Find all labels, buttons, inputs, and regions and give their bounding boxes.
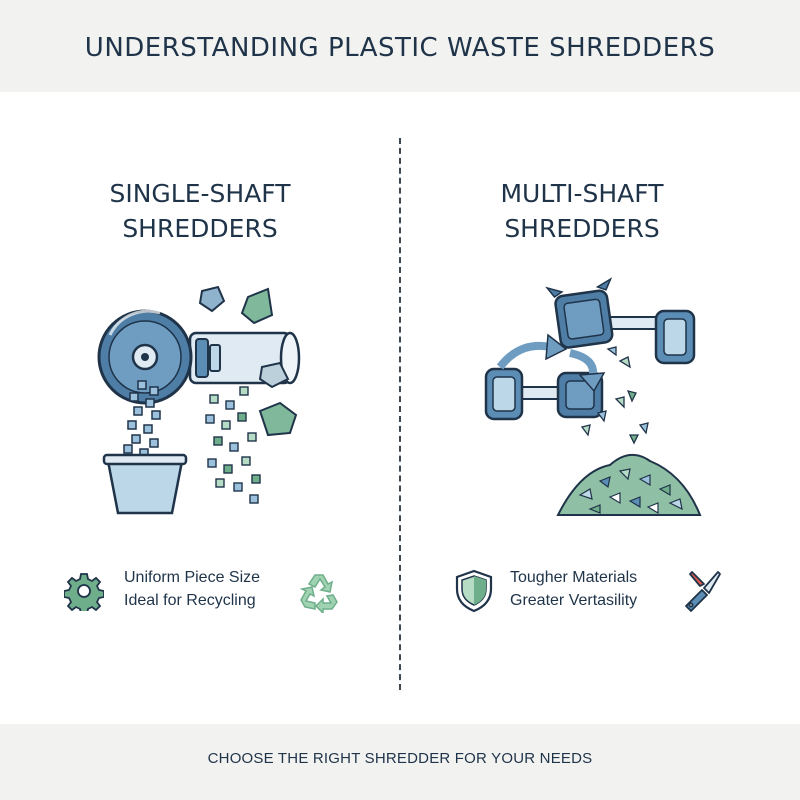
column-divider (399, 138, 401, 690)
footer-text: CHOOSE THE RIGHT SHREDDER FOR YOUR NEEDS (207, 750, 593, 767)
gear-icon (64, 573, 104, 611)
single-shaft-title-line2: SHREDDERS (122, 214, 278, 243)
rotation-arrows (496, 333, 606, 393)
multitool-icon (685, 571, 721, 612)
page-title: UNDERSTANDING PLASTIC WASTE SHREDDERS (84, 33, 716, 63)
recycle-icon (299, 574, 338, 613)
cutting-disc (97, 309, 193, 405)
multi-shaft-title-line1: MULTI-SHAFT (500, 179, 664, 208)
single-shaft-shredder-illustration (97, 285, 301, 515)
multi-shaft-title-line2: SHREDDERS (504, 214, 660, 243)
plastic-chunks (198, 285, 298, 437)
flying-fragments (580, 346, 649, 445)
header-band (0, 0, 800, 92)
scattered-pieces (205, 386, 261, 504)
falling-pieces (123, 380, 161, 458)
multi-shaft-shredder-illustration (484, 277, 702, 516)
single-shaft-title-line1: SINGLE-SHAFT (109, 179, 291, 208)
debris-pile (556, 454, 702, 516)
feature-recycling: Ideal for Recycling (124, 592, 256, 609)
feature-versatility: Greater Vertasility (510, 592, 638, 609)
shield-icon (455, 569, 493, 613)
footer-band (0, 724, 800, 800)
feature-uniform-size: Uniform Piece Size (124, 569, 261, 586)
single-shaft-title: SINGLE-SHAFT SHREDDERS (30, 176, 370, 246)
single-shaft-features: Uniform Piece Size Ideal for Recycling (124, 566, 260, 612)
feature-tougher-materials: Tougher Materials (510, 569, 638, 586)
multi-shaft-features: Tougher Materials Greater Vertasility (510, 566, 637, 612)
collection-bucket (102, 453, 188, 515)
upper-shaft (545, 277, 696, 365)
multi-shaft-title: MULTI-SHAFT SHREDDERS (412, 176, 752, 246)
